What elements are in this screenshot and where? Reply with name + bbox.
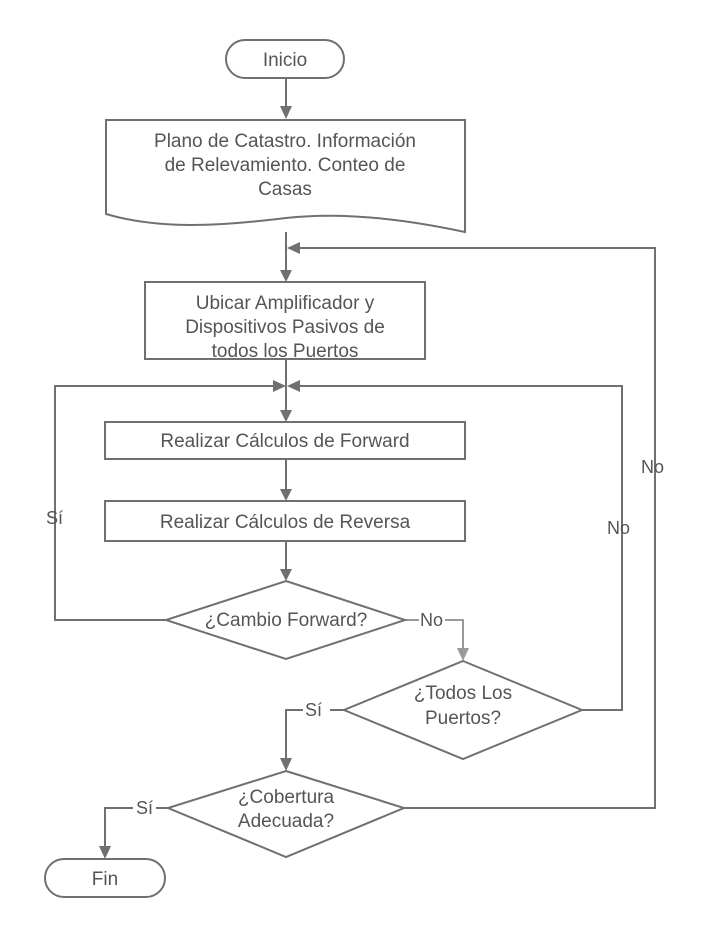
- edge-cobertura-no-loop: [287, 242, 656, 809]
- todos-label-line1: ¿Todos Los: [414, 683, 512, 704]
- decision-node-cobertura: ¿Cobertura Adecuada?: [165, 769, 407, 859]
- plano-label-line2: de Relevamiento. Conteo de: [165, 155, 406, 176]
- process-node-ubicar: Ubicar Amplificador y Dispositivos Pasiv…: [144, 281, 426, 362]
- ubicar-label-line1: Ubicar Amplificador y: [196, 293, 375, 314]
- edge-label-cobertura-no: No: [641, 457, 664, 477]
- cobertura-label-line2: Adecuada?: [238, 811, 334, 832]
- edge-reversa-to-cambio: [280, 541, 292, 581]
- edge-label-todos-no: No: [607, 518, 630, 538]
- edge-label-cambio-no: No: [420, 610, 443, 630]
- edge-label-cambio-si: Sí: [46, 508, 63, 528]
- plano-label-line3: Casas: [258, 179, 312, 200]
- edge-forward-to-reversa: [280, 459, 292, 501]
- edge-plano-to-ubicar: [280, 232, 292, 282]
- plano-label-line1: Plano de Catastro. Información: [154, 131, 416, 152]
- edge-label-cobertura-si: Sí: [136, 798, 153, 818]
- decision-node-todos: ¿Todos Los Puertos?: [341, 659, 585, 761]
- document-node-plano: Plano de Catastro. Información de Releva…: [105, 119, 466, 234]
- end-node: Fin: [44, 858, 166, 898]
- start-node: Inicio: [225, 39, 345, 79]
- todos-label-line2: Puertos?: [425, 708, 501, 729]
- edge-label-todos-si: Sí: [305, 700, 322, 720]
- decision-node-cambio: ¿Cambio Forward?: [162, 579, 409, 661]
- process-node-reversa: Realizar Cálculos de Reversa: [104, 500, 466, 542]
- reversa-label: Realizar Cálculos de Reversa: [160, 512, 411, 533]
- edge-cobertura-si-to-fin: [99, 807, 168, 859]
- start-label: Inicio: [263, 50, 307, 71]
- ubicar-label-line2: Dispositivos Pasivos de: [185, 317, 385, 338]
- forward-label: Realizar Cálculos de Forward: [160, 431, 409, 452]
- edge-cambio-si-loop: [54, 380, 286, 621]
- end-label: Fin: [92, 869, 118, 890]
- ubicar-label-line3: todos los Puertos: [212, 341, 359, 362]
- edge-ubicar-to-forward: [280, 359, 292, 422]
- process-node-forward: Realizar Cálculos de Forward: [104, 421, 466, 460]
- cobertura-label-line1: ¿Cobertura: [238, 787, 335, 808]
- cambio-label: ¿Cambio Forward?: [205, 610, 368, 631]
- edge-inicio-to-plano: [280, 78, 292, 119]
- edge-todos-no-loop: [287, 380, 623, 711]
